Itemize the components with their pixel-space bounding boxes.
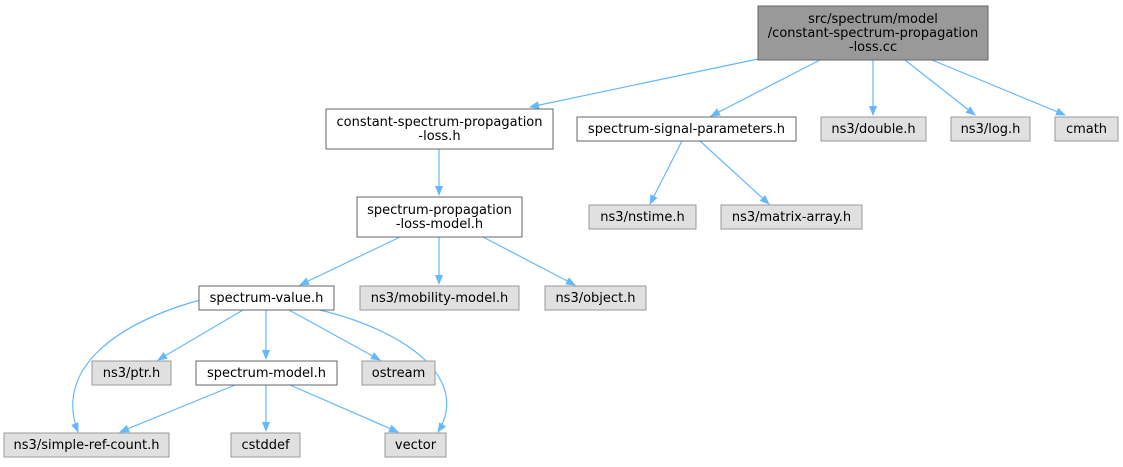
node-label-cspl: constant-spectrum-propagation <box>336 115 542 130</box>
node-label-double: ns3/double.h <box>831 122 915 137</box>
node-label-cstddef: cstddef <box>241 438 290 453</box>
node-box-ostream <box>361 360 436 386</box>
node-label-ostream: ostream <box>372 366 426 381</box>
node-box-vector <box>384 432 447 458</box>
node-label-nstime: ns3/nstime.h <box>600 210 684 225</box>
edges-layer <box>71 58 1066 433</box>
edge-sm-to-vector <box>289 384 399 433</box>
node-sv[interactable]: spectrum-value.h <box>198 285 335 311</box>
node-label-vector: vector <box>395 438 437 453</box>
edge-sv-to-ptr <box>157 309 244 361</box>
node-box-ssp <box>576 116 797 142</box>
edge-ssp-to-nstime <box>649 140 683 205</box>
node-log: ns3/log.h <box>950 116 1031 142</box>
node-double: ns3/double.h <box>820 116 927 142</box>
node-box-ptr <box>91 360 172 386</box>
node-box-matrix <box>720 204 863 230</box>
node-label-cspl: -loss.h <box>418 129 460 144</box>
node-splm[interactable]: spectrum-propagation-loss-model.h <box>356 196 523 238</box>
node-ssp[interactable]: spectrum-signal-parameters.h <box>576 116 797 142</box>
edge-sm-to-src <box>119 384 236 433</box>
node-label-object: ns3/object.h <box>555 291 635 306</box>
node-cmath: cmath <box>1054 116 1119 142</box>
node-nstime: ns3/nstime.h <box>588 204 697 230</box>
node-box-sv <box>198 285 335 311</box>
node-label-matrix: ns3/matrix-array.h <box>732 210 851 225</box>
node-box-cstddef <box>230 432 301 458</box>
node-mobility: ns3/mobility-model.h <box>359 285 520 311</box>
edge-root-to-cmath <box>931 59 1066 116</box>
node-label-root: src/spectrum/model <box>808 12 938 27</box>
node-box-double <box>820 116 927 142</box>
node-box-nstime <box>588 204 697 230</box>
edge-root-to-cspl <box>529 58 759 110</box>
node-label-ssp: spectrum-signal-parameters.h <box>588 122 785 137</box>
node-box-root <box>757 5 989 61</box>
edge-ssp-to-matrix <box>699 140 770 205</box>
node-src: ns3/simple-ref-count.h <box>3 432 170 458</box>
node-object: ns3/object.h <box>544 285 647 311</box>
edge-sv-to-vector <box>319 309 448 433</box>
node-vector: vector <box>384 432 447 458</box>
node-label-cmath: cmath <box>1066 122 1107 137</box>
node-label-ptr: ns3/ptr.h <box>103 366 161 381</box>
node-box-mobility <box>359 285 520 311</box>
node-matrix: ns3/matrix-array.h <box>720 204 863 230</box>
node-root[interactable]: src/spectrum/model/constant-spectrum-pro… <box>757 5 989 61</box>
edge-splm-to-object <box>482 236 576 286</box>
node-label-splm: spectrum-propagation <box>367 203 512 218</box>
node-label-mobility: ns3/mobility-model.h <box>371 291 508 306</box>
edge-root-to-log <box>904 59 976 116</box>
node-box-src <box>3 432 170 458</box>
node-cspl[interactable]: constant-spectrum-propagation-loss.h <box>325 108 554 150</box>
node-box-splm <box>356 196 523 238</box>
edge-sv-to-src <box>71 299 201 433</box>
node-label-splm: -loss-model.h <box>396 217 483 232</box>
node-box-cspl <box>325 108 554 150</box>
node-label-sm: spectrum-model.h <box>207 366 326 381</box>
nodes-layer: src/spectrum/model/constant-spectrum-pro… <box>3 5 1119 458</box>
node-label-log: ns3/log.h <box>961 122 1021 137</box>
node-box-object <box>544 285 647 311</box>
edge-root-to-ssp <box>710 59 821 117</box>
node-label-sv: spectrum-value.h <box>210 291 324 306</box>
node-label-root: /constant-spectrum-propagation <box>768 26 978 41</box>
node-label-root: -loss.cc <box>849 40 897 55</box>
node-sm[interactable]: spectrum-model.h <box>195 360 338 386</box>
node-box-log <box>950 116 1031 142</box>
node-cstddef: cstddef <box>230 432 301 458</box>
node-box-cmath <box>1054 116 1119 142</box>
node-ptr: ns3/ptr.h <box>91 360 172 386</box>
node-label-src: ns3/simple-ref-count.h <box>14 438 160 453</box>
edge-splm-to-sv <box>299 236 401 286</box>
node-ostream: ostream <box>361 360 436 386</box>
node-box-sm <box>195 360 338 386</box>
edge-sv-to-ostream <box>288 309 381 361</box>
